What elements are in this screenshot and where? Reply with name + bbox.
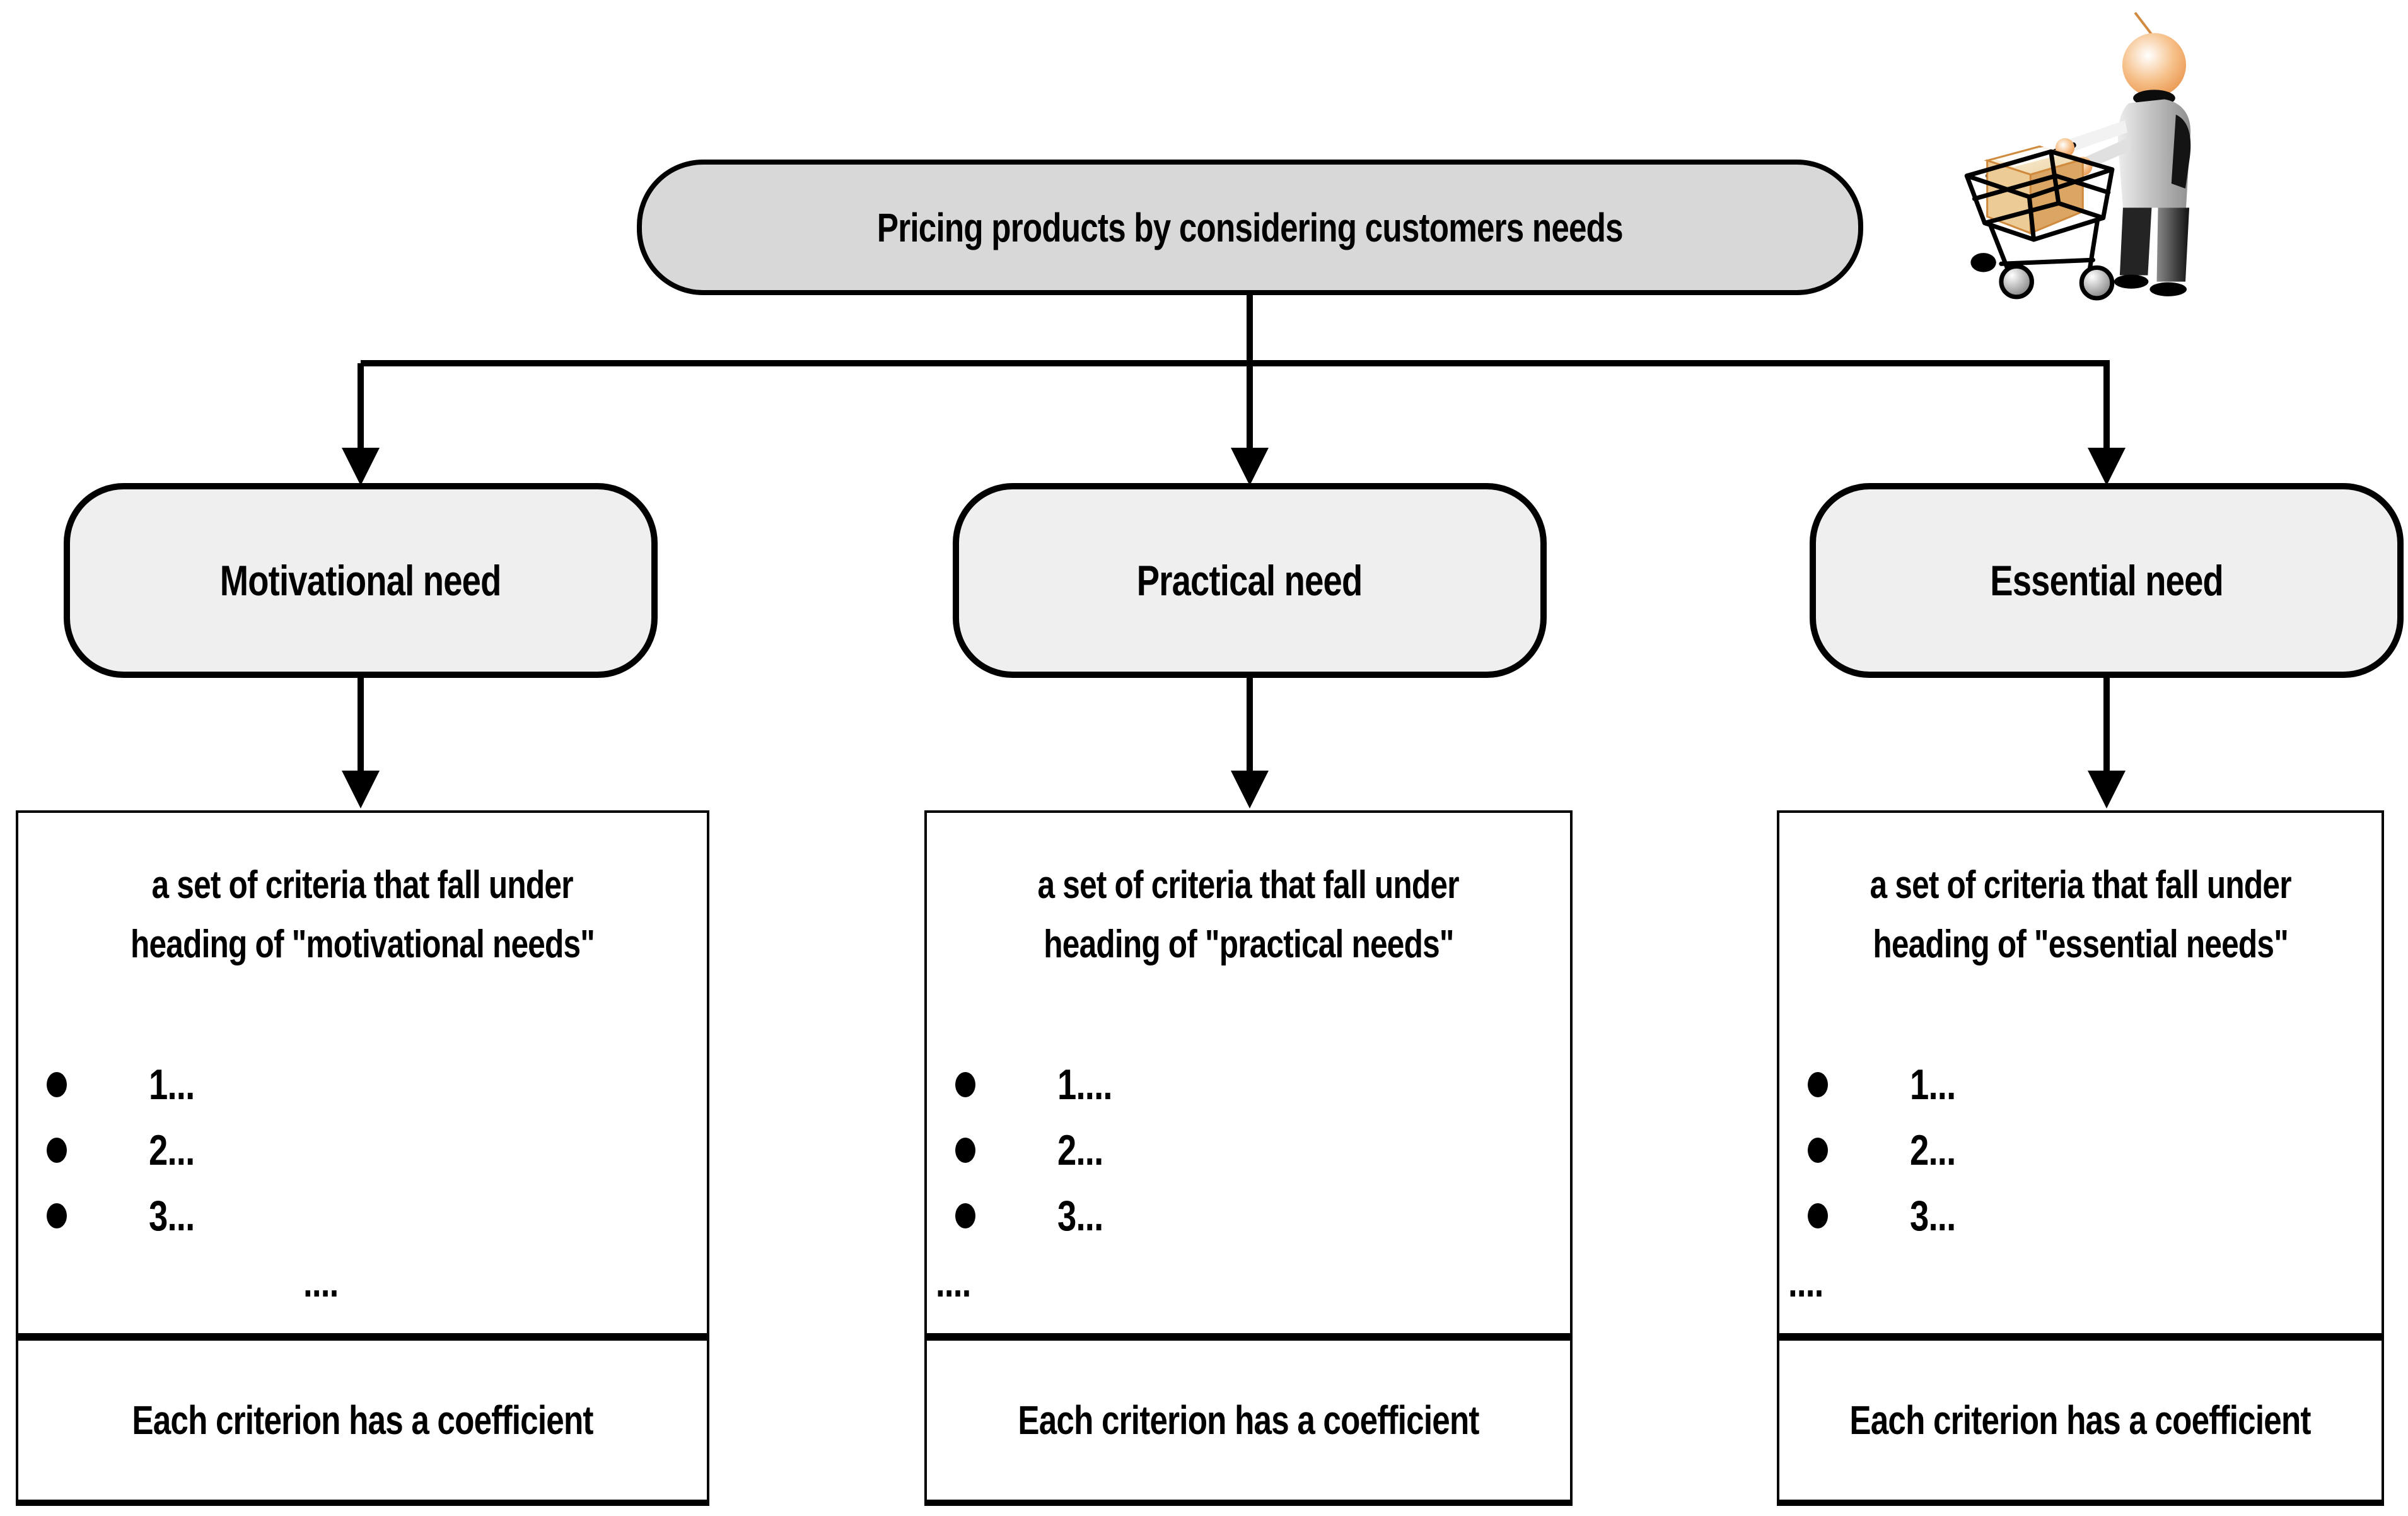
bullet-icon bbox=[1808, 1138, 1828, 1163]
bullet-list: 1.... 2... 3... bbox=[927, 1061, 1570, 1240]
connector-node-stub bbox=[358, 678, 364, 773]
card-heading: a set of criteria that fall under headin… bbox=[927, 813, 1570, 974]
arrowhead-down-icon bbox=[2088, 448, 2126, 486]
list-item: 1.... bbox=[955, 1061, 1570, 1109]
clipart-cart-wheel bbox=[2079, 265, 2115, 301]
bullet-icon bbox=[955, 1203, 975, 1228]
connector-drop-essential bbox=[2103, 363, 2110, 453]
bullet-text: 3... bbox=[1910, 1192, 1956, 1240]
bullet-list: 1... 2... 3... bbox=[1779, 1061, 2382, 1240]
card-heading-line1: a set of criteria that fall under bbox=[151, 863, 574, 907]
bullet-text: 1... bbox=[149, 1061, 195, 1109]
bullet-text: 2... bbox=[149, 1126, 195, 1174]
bullet-icon bbox=[955, 1138, 975, 1163]
root-node: Pricing products by considering customer… bbox=[637, 160, 1863, 295]
root-node-label: Pricing products by considering customer… bbox=[877, 204, 1624, 250]
list-item: 1... bbox=[47, 1061, 707, 1109]
card-heading-line1: a set of criteria that fall under bbox=[1870, 863, 2291, 907]
list-item: 2... bbox=[955, 1126, 1570, 1174]
connector-node-stub bbox=[1247, 678, 1253, 773]
ellipsis-line: .... bbox=[927, 1258, 1570, 1306]
clipart-cart-basket bbox=[1964, 149, 2115, 275]
card-heading: a set of criteria that fall under headin… bbox=[18, 813, 707, 974]
clipart-antenna bbox=[2134, 11, 2153, 35]
clipart-head bbox=[2122, 33, 2187, 97]
clipart-torso-shade bbox=[2171, 114, 2191, 189]
card-heading-line2: heading of "essential needs" bbox=[1873, 923, 2288, 966]
card-body: a set of criteria that fall under headin… bbox=[18, 813, 707, 1333]
arrowhead-down-icon bbox=[2088, 771, 2126, 808]
node-label: Practical need bbox=[1137, 556, 1363, 605]
clipart-foot bbox=[2114, 274, 2149, 289]
card-motivational-criteria: a set of criteria that fall under headin… bbox=[16, 810, 709, 1506]
node-label: Motivational need bbox=[220, 556, 502, 605]
connector-root-stub bbox=[1247, 290, 1253, 363]
bullet-icon bbox=[47, 1072, 67, 1097]
list-item: 1... bbox=[1808, 1061, 2382, 1109]
card-body: a set of criteria that fall under headin… bbox=[1779, 813, 2382, 1333]
footer-text: Each criterion has a coefficient bbox=[1018, 1397, 1479, 1443]
connector-drop-practical bbox=[1247, 363, 1253, 453]
card-heading-line1: a set of criteria that fall under bbox=[1037, 863, 1460, 907]
card-heading: a set of criteria that fall under headin… bbox=[1779, 813, 2382, 974]
bullet-icon bbox=[1808, 1203, 1828, 1228]
clipart-cart-wheel bbox=[1999, 264, 2034, 300]
connector-horizontal-bar bbox=[361, 360, 2110, 366]
card-footer: Each criterion has a coefficient bbox=[18, 1333, 707, 1503]
card-essential-criteria: a set of criteria that fall under headin… bbox=[1777, 810, 2384, 1506]
arrowhead-down-icon bbox=[342, 448, 380, 486]
card-heading-line2: heading of "practical needs" bbox=[1043, 923, 1454, 966]
clipart-arm bbox=[2064, 120, 2128, 153]
card-footer: Each criterion has a coefficient bbox=[1779, 1333, 2382, 1503]
node-motivational-need: Motivational need bbox=[64, 483, 658, 678]
bullet-icon bbox=[47, 1138, 67, 1163]
card-practical-criteria: a set of criteria that fall under headin… bbox=[924, 810, 1573, 1506]
arrowhead-down-icon bbox=[342, 771, 380, 808]
ellipsis-text: .... bbox=[1788, 1259, 1823, 1305]
arrowhead-down-icon bbox=[1231, 771, 1269, 808]
connector-drop-motivational bbox=[358, 363, 364, 453]
bullet-icon bbox=[1808, 1072, 1828, 1097]
bullet-text: 3... bbox=[1057, 1192, 1103, 1240]
node-label: Essential need bbox=[1990, 556, 2224, 605]
ellipsis-text: .... bbox=[303, 1259, 339, 1305]
bullet-icon bbox=[955, 1072, 975, 1097]
list-item: 3... bbox=[1808, 1192, 2382, 1240]
ellipsis-text: .... bbox=[936, 1259, 971, 1305]
bullet-text: 1.... bbox=[1057, 1061, 1113, 1109]
card-body: a set of criteria that fall under headin… bbox=[927, 813, 1570, 1333]
footer-text: Each criterion has a coefficient bbox=[132, 1397, 593, 1443]
clipart-foot bbox=[2149, 282, 2187, 296]
clipart-leg-left bbox=[2119, 207, 2152, 276]
list-item: 2... bbox=[1808, 1126, 2382, 1174]
bullet-text: 2... bbox=[1910, 1126, 1956, 1174]
clipart-box-stripe bbox=[1996, 146, 2055, 163]
bullet-text: 1... bbox=[1910, 1061, 1956, 1109]
card-heading-line2: heading of "motivational needs" bbox=[130, 923, 595, 966]
ellipsis-line: .... bbox=[1779, 1258, 2382, 1306]
list-item: 3... bbox=[47, 1192, 707, 1240]
bullet-text: 2... bbox=[1057, 1126, 1103, 1174]
bullet-icon bbox=[47, 1203, 67, 1228]
node-practical-need: Practical need bbox=[953, 483, 1547, 678]
clipart-cart-bumper bbox=[1970, 253, 1996, 272]
list-item: 3... bbox=[955, 1192, 1570, 1240]
list-item: 2... bbox=[47, 1126, 707, 1174]
node-essential-need: Essential need bbox=[1810, 483, 2404, 678]
connector-node-stub bbox=[2103, 678, 2110, 773]
footer-text: Each criterion has a coefficient bbox=[1849, 1397, 2312, 1443]
bullet-text: 3... bbox=[149, 1192, 195, 1240]
arrowhead-down-icon bbox=[1231, 448, 1269, 486]
card-footer: Each criterion has a coefficient bbox=[927, 1333, 1570, 1503]
bullet-list: 1... 2... 3... bbox=[18, 1061, 707, 1240]
ellipsis-line: .... bbox=[18, 1258, 707, 1306]
person-with-shopping-cart-clipart bbox=[1964, 11, 2191, 301]
clipart-leg-right bbox=[2156, 207, 2190, 282]
